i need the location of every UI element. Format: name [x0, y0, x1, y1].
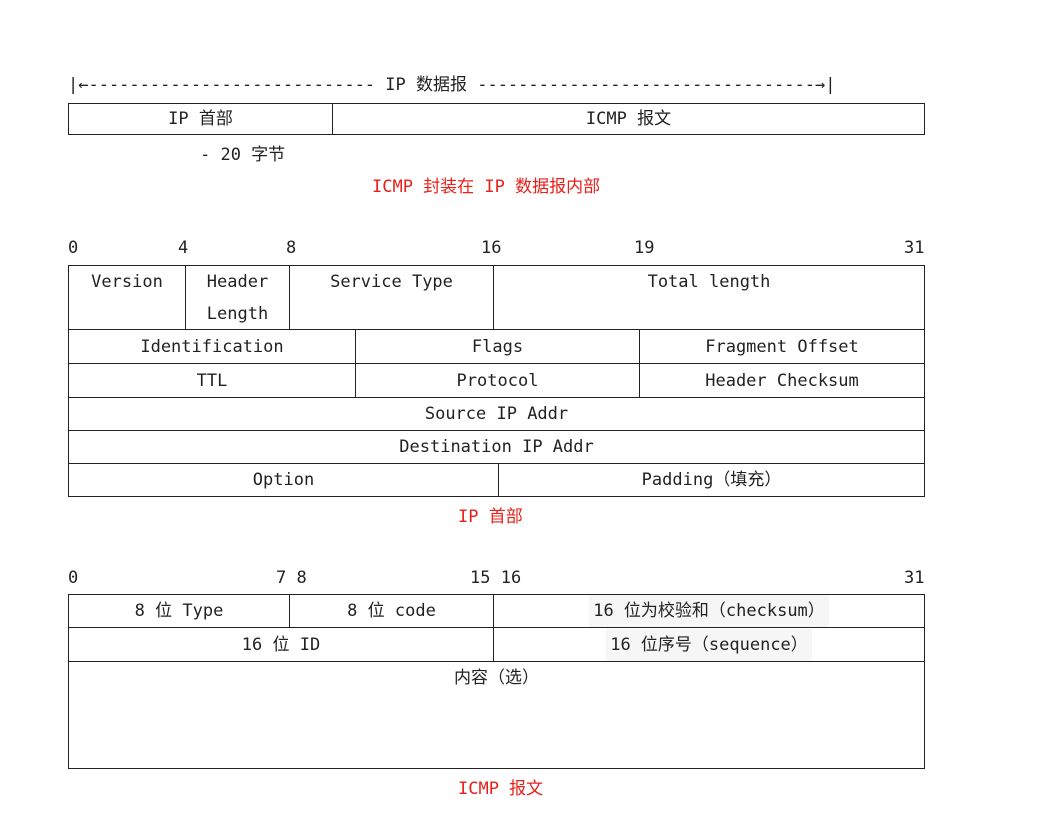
fragment-offset-field: Fragment Offset — [639, 330, 925, 364]
overview-caption: ICMP 封装在 IP 数据报内部 — [372, 177, 601, 197]
ip-datagram-span-arrow: |←---------------------------- IP 数据报 --… — [68, 75, 836, 95]
icmp-row-1: 8 位 Type 8 位 code 16 位为校验和（checksum） — [68, 594, 925, 628]
padding-field: Padding（填充） — [498, 464, 925, 497]
bit-label-16: 16 — [481, 238, 502, 258]
icmp-message-segment: ICMP 报文 — [332, 104, 925, 135]
flags-field: Flags — [355, 330, 639, 364]
ip-row-2: Identification Flags Fragment Offset — [68, 330, 925, 364]
protocol-field: Protocol — [355, 364, 639, 398]
bit-label-31: 31 — [904, 238, 925, 258]
ip-row-4: Source IP Addr — [68, 398, 925, 431]
icmp-checksum-label: 16 位为校验和（checksum） — [589, 595, 829, 627]
icmp-checksum-field: 16 位为校验和（checksum） — [493, 595, 925, 628]
total-length-field: Total length — [493, 266, 925, 330]
identification-field: Identification — [68, 330, 355, 364]
ip-header-size-note: - 20 字节 — [200, 145, 286, 165]
version-field: Version — [68, 266, 185, 330]
bit-label-19: 19 — [634, 238, 655, 258]
icmp-sequence-label: 16 位序号（sequence） — [606, 628, 812, 661]
option-field: Option — [68, 464, 498, 497]
ip-row-5: Destination IP Addr — [68, 431, 925, 464]
icmp-row-2: 16 位 ID 16 位序号（sequence） — [68, 628, 925, 662]
icmp-bit-label-7-8: 7 8 — [276, 568, 307, 588]
icmp-bit-label-31: 31 — [904, 568, 925, 588]
source-ip-field: Source IP Addr — [68, 398, 925, 431]
header-checksum-field: Header Checksum — [639, 364, 925, 398]
icmp-content-field: 内容（选） — [68, 662, 925, 769]
ip-header-segment: IP 首部 — [68, 104, 332, 135]
header-length-line-1: Header — [206, 271, 269, 292]
icmp-id-field: 16 位 ID — [68, 628, 493, 662]
bit-label-4: 4 — [178, 238, 189, 258]
destination-ip-field: Destination IP Addr — [68, 431, 925, 464]
icmp-code-field: 8 位 code — [289, 595, 493, 628]
icmp-row-3: 内容（选） — [68, 662, 925, 769]
bit-label-0: 0 — [68, 238, 79, 258]
icmp-bit-label-0: 0 — [68, 568, 79, 588]
icmp-sequence-field: 16 位序号（sequence） — [493, 628, 925, 662]
bit-label-8: 8 — [286, 238, 297, 258]
ttl-field: TTL — [68, 364, 355, 398]
ip-header-caption: IP 首部 — [458, 507, 523, 527]
ip-datagram-bar: IP 首部 ICMP 报文 — [68, 103, 925, 135]
ip-row-6: Option Padding（填充） — [68, 464, 925, 497]
service-type-field: Service Type — [289, 266, 493, 330]
ip-row-1: Version Header Length Service Type Total… — [68, 265, 925, 330]
ip-row-3: TTL Protocol Header Checksum — [68, 364, 925, 398]
icmp-bit-label-15-16: 15 16 — [470, 568, 522, 588]
icmp-type-field: 8 位 Type — [68, 595, 289, 628]
header-length-line-2: Length — [206, 303, 269, 324]
header-length-field: Header Length — [185, 266, 289, 330]
icmp-message-caption: ICMP 报文 — [458, 779, 544, 799]
